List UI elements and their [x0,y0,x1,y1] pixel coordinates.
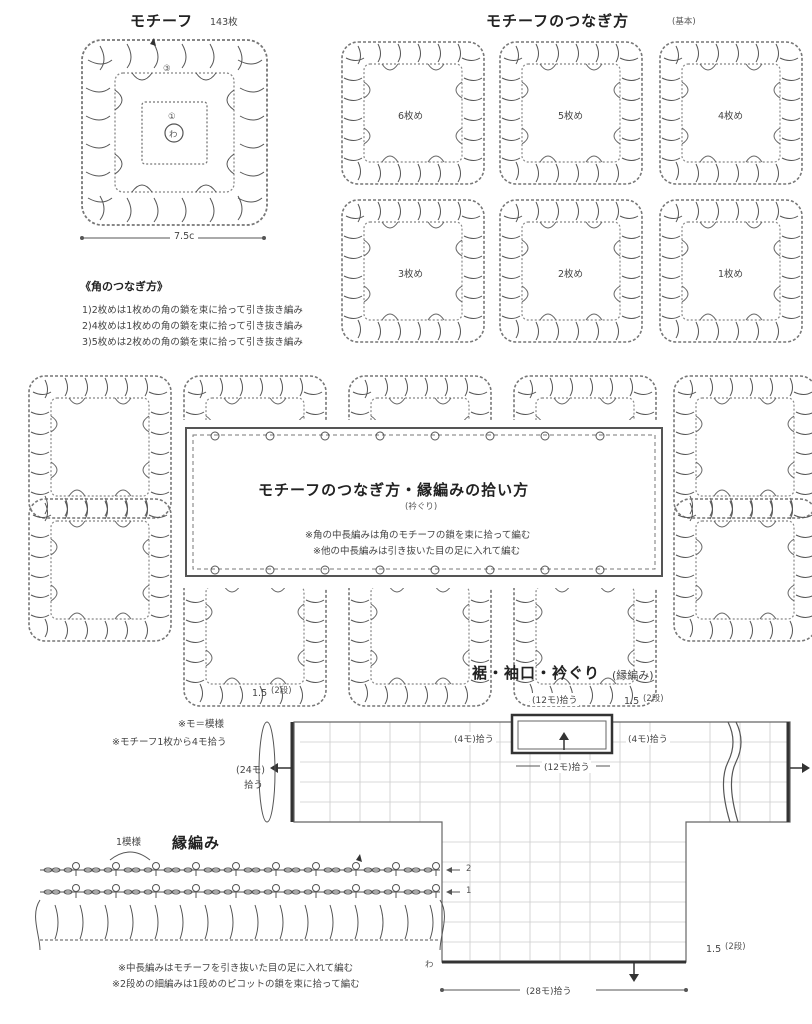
edging-chart [35,851,460,951]
bottom-height-rows: (2段) [725,942,746,952]
tile-label-6: 6枚め [398,111,424,122]
edging-row-1: 1 [466,886,472,896]
corner-line-3: 3)5枚めは2枚めの角の鎖を束に拾って引き抜き編み [82,337,303,348]
motif-size: 7.5c [174,231,195,242]
join-basic-title: モチーフのつなぎ方 [486,12,630,30]
edging-repeat: 1模様 [116,837,142,848]
layout-title-suffix: (縁編み) [612,669,654,682]
tile-label-3: 3枚め [398,269,424,280]
motif-round3: ③ [163,64,171,74]
join-basic-subtitle: (基本) [672,17,696,27]
motif-title: モチーフ [130,12,194,30]
motif-chart [81,38,268,226]
sleeve-pick: 拾う [244,780,264,791]
tile-label-1: 1枚め [718,269,744,280]
join-edge-note-2: ※他の中長編みは引き抜いた目の足に入れて編む [313,546,521,557]
garment-layout-chart [258,713,810,992]
motif-center-ring: わ [169,130,178,140]
edging-row-2: 2 [466,864,472,874]
layout-note-2: ※モチーフ1枚から4モ拾う [112,737,227,748]
layout-note-1: ※モ＝模様 [178,719,224,730]
tile-label-4: 4枚め [718,111,744,122]
corner-line-2: 2)4枚めは1枚めの角の鎖を束に拾って引き抜き編み [82,321,303,332]
bottom-height: 1.5 [706,944,722,955]
edging-title: 縁編み [172,834,221,852]
motif-count: 143枚 [210,17,238,28]
motif-dimension-line [80,236,266,240]
neck-right-count: (4モ)拾う [626,732,670,745]
tile-label-5: 5枚め [558,111,584,122]
join-edge-chart [28,375,812,707]
left-height-rows: (2段) [271,686,292,696]
join-edge-note-1: ※角の中長編みは角のモチーフの鎖を束に拾って編む [305,530,531,541]
neck-height-rows: (2段) [643,694,664,704]
neck-bottom-count: (12モ)拾う [542,760,592,773]
corner-line-1: 1)2枚めは1枚めの角の鎖を束に拾って引き抜き編み [82,305,303,316]
neck-left-count: (4モ)拾う [452,732,496,745]
layout-title: 裾・袖口・衿ぐり [472,664,601,682]
neck-top-count: (12モ)拾う [530,693,580,706]
join-edge-title: モチーフのつなぎ方・縁編みの拾い方 [258,481,530,499]
join-basic-chart [341,41,803,343]
join-edge-subtitle: (衿ぐり) [405,502,438,512]
hem-count: (28モ)拾う [524,984,574,997]
corner-title: 《角のつなぎ方》 [80,280,168,293]
hem-ring: わ [425,960,434,970]
neck-height: 1.5 [624,696,640,707]
left-height: 1.5 [252,688,268,699]
motif-round1: ① [168,112,176,122]
edging-note-1: ※中長編みはモチーフを引き抜いた目の足に入れて編む [118,963,354,974]
edging-note-2: ※2段めの細編みは1段めのピコットの鎖を束に拾って編む [112,979,360,990]
tile-label-2: 2枚め [558,269,584,280]
sleeve-count: (24モ) [236,765,266,776]
